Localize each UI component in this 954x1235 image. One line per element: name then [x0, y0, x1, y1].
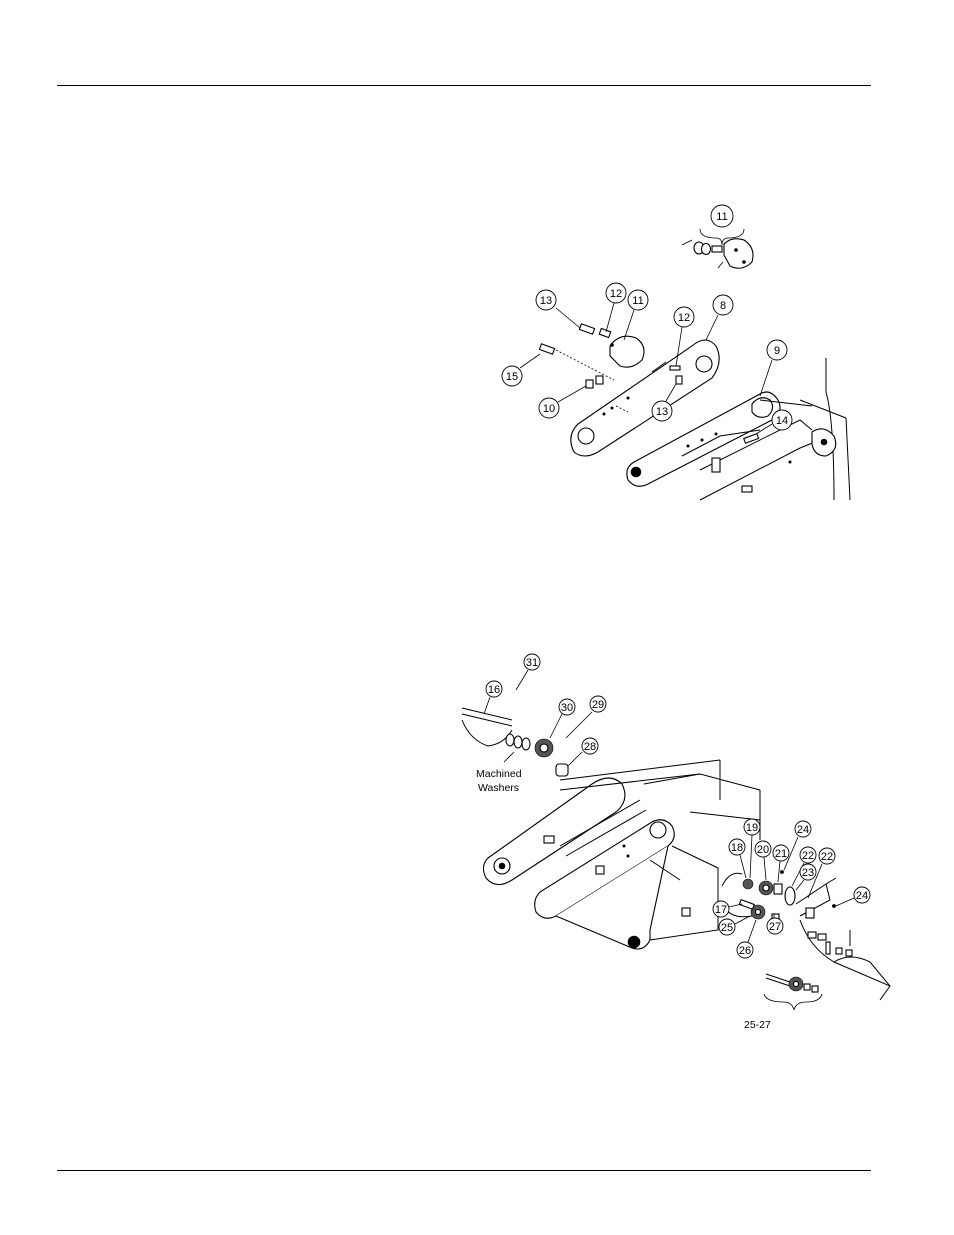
callout-24-right: 24: [836, 887, 870, 906]
callout-26: 26: [737, 920, 756, 958]
svg-text:25: 25: [721, 922, 733, 934]
note-washers: Washers: [478, 782, 519, 794]
detail-group-25-27: 25-27: [744, 974, 822, 1031]
svg-text:16: 16: [488, 684, 500, 696]
svg-text:31: 31: [526, 657, 538, 669]
callout-31: 31: [516, 654, 540, 690]
svg-text:24: 24: [797, 824, 809, 836]
lift-frame: [483, 760, 760, 949]
svg-text:20: 20: [757, 844, 769, 856]
callout-16: 16: [484, 681, 502, 714]
svg-text:29: 29: [592, 699, 604, 711]
svg-text:22: 22: [821, 851, 833, 863]
callout-28: 28: [568, 738, 598, 766]
svg-text:24: 24: [856, 890, 868, 902]
callout-18: 18: [729, 839, 746, 878]
group-label-25-27: 25-27: [744, 1019, 771, 1031]
svg-text:19: 19: [746, 822, 758, 834]
note-machined: Machined: [476, 768, 522, 780]
svg-text:18: 18: [731, 842, 743, 854]
svg-text:22: 22: [802, 850, 814, 862]
svg-text:23: 23: [802, 867, 814, 879]
callout-20: 20: [755, 841, 771, 880]
shaft-item-16: [462, 708, 512, 746]
svg-text:30: 30: [561, 702, 573, 714]
svg-text:21: 21: [775, 848, 787, 860]
callout-17: 17: [713, 901, 742, 917]
svg-text:17: 17: [715, 904, 727, 916]
callout-25: 25: [719, 916, 750, 935]
callout-30: 30: [550, 699, 575, 738]
svg-text:26: 26: [739, 945, 751, 957]
svg-text:27: 27: [769, 921, 781, 933]
svg-text:28: 28: [584, 741, 596, 753]
